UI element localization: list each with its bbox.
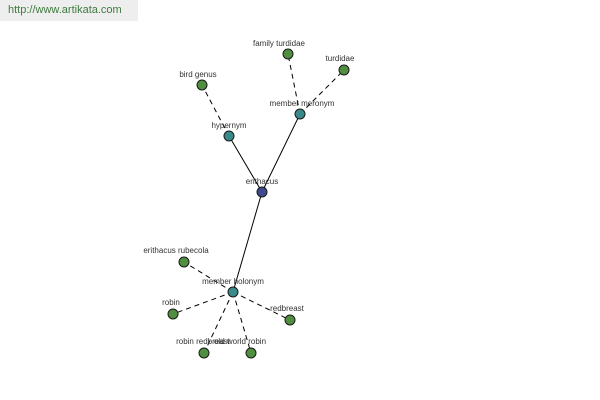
node-label-turdidae[interactable]: turdidae (326, 54, 355, 63)
edge-member-meronym-to-family-turdidae (287, 53, 301, 115)
edges-layer (172, 53, 345, 354)
node-redbreast[interactable] (284, 314, 296, 326)
node-label-robin[interactable]: robin (162, 298, 180, 307)
edge-member-holonym-to-redbreast (232, 291, 291, 321)
labels-layer: erithacus hypernym member meronym member ho… (143, 39, 355, 346)
url-banner[interactable]: http://www.artikata.com (0, 0, 138, 21)
edge-erithacus-to-member-meronym (261, 113, 301, 193)
node-label-erithacus[interactable]: erithacus (246, 177, 278, 186)
edge-member-holonym-to-robin (172, 291, 234, 315)
node-label-redbreast[interactable]: redbreast (270, 304, 305, 313)
url-link[interactable]: http://www.artikata.com (8, 4, 122, 16)
node-label-robin-redbreast[interactable]: robin redbreast (176, 337, 231, 346)
node-old-world-robin[interactable] (245, 347, 257, 359)
edge-member-holonym-to-erithacus-rubecola (183, 261, 234, 293)
node-turdidae[interactable] (338, 64, 350, 76)
node-label-family-turdidae[interactable]: family turdidae (253, 39, 306, 48)
node-label-member-holonym[interactable]: member holonym (202, 277, 264, 286)
node-hypernym[interactable] (223, 130, 235, 142)
edge-hypernym-to-bird-genus (201, 84, 230, 137)
node-erithacus[interactable] (256, 186, 268, 198)
node-label-hypernym[interactable]: hypernym (211, 121, 246, 130)
node-bird-genus[interactable] (196, 79, 208, 91)
edge-erithacus-to-hypernym (228, 135, 263, 193)
node-label-erithacus-rubecola[interactable]: erithacus rubecola (143, 246, 209, 255)
node-family-turdidae[interactable] (282, 48, 294, 60)
node-robin[interactable] (167, 308, 179, 320)
node-label-member-meronym[interactable]: member meronym (270, 99, 335, 108)
node-label-old-world-robin[interactable]: old world robin (214, 337, 266, 346)
edge-member-holonym-to-old-world-robin (232, 291, 252, 354)
edge-member-holonym-to-robin-redbreast (203, 291, 234, 354)
nodes-layer (167, 48, 350, 359)
edge-erithacus-to-member-holonym (232, 191, 263, 293)
node-label-bird-genus[interactable]: bird genus (179, 70, 216, 79)
node-member-holonym[interactable] (227, 286, 239, 298)
node-member-meronym[interactable] (294, 108, 306, 120)
edge-member-meronym-to-turdidae (299, 69, 345, 115)
node-erithacus-rubecola[interactable] (178, 256, 190, 268)
node-robin-redbreast[interactable] (198, 347, 210, 359)
